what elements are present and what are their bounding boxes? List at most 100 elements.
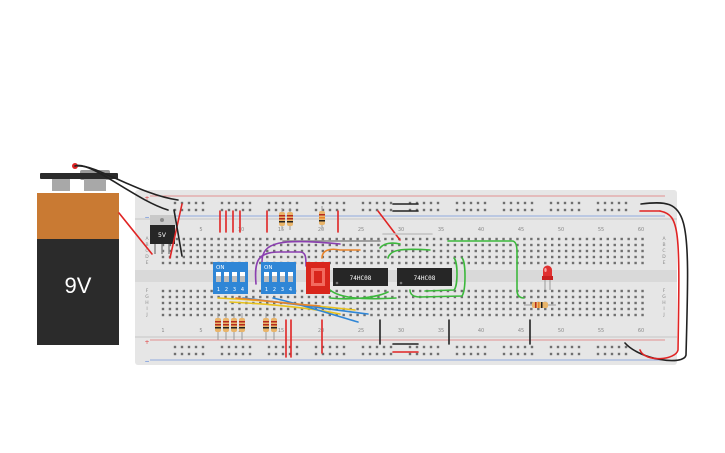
breadboard-hole xyxy=(467,255,470,259)
breadboard-hole xyxy=(613,255,616,259)
breadboard-hole xyxy=(495,295,498,299)
chip-74hc08[interactable]: 74HC08 xyxy=(333,268,388,286)
wire-red-regulator[interactable] xyxy=(169,203,183,259)
battery-body xyxy=(37,239,119,345)
breadboard-hole xyxy=(210,313,213,317)
breadboard-hole xyxy=(641,249,644,253)
wire-green[interactable] xyxy=(329,291,389,300)
breadboard-hole xyxy=(314,201,318,205)
resistor-band xyxy=(279,221,285,223)
breadboard-hole xyxy=(389,352,393,356)
breadboard-hole xyxy=(634,289,637,293)
breadboard-hole xyxy=(210,243,213,247)
breadboard-hole xyxy=(557,313,561,317)
breadboard-hole xyxy=(356,289,359,293)
resistor-led[interactable] xyxy=(524,302,556,308)
wire-orange[interactable] xyxy=(235,297,321,307)
breadboard-hole xyxy=(624,352,628,356)
wire-black-regulator[interactable] xyxy=(173,209,183,257)
breadboard-hole xyxy=(173,352,177,356)
dip-switch[interactable]: ON 1 2 3 4 xyxy=(261,262,296,294)
breadboard-hole xyxy=(620,301,623,305)
breadboard-hole xyxy=(321,345,325,349)
breadboard-hole xyxy=(557,255,561,259)
chip-74hc08[interactable]: 74HC08 xyxy=(397,268,452,286)
breadboard-hole xyxy=(293,307,297,311)
breadboard-hole xyxy=(231,249,234,253)
wire-orange[interactable] xyxy=(321,248,361,259)
column-number: 60 xyxy=(638,328,644,334)
wire-green[interactable] xyxy=(424,257,458,292)
breadboard-hole xyxy=(596,352,600,356)
breadboard-hole xyxy=(578,243,582,247)
breadboard-hole xyxy=(425,261,429,265)
breadboard-hole xyxy=(286,243,290,247)
dip-switch[interactable]: ON 1 2 3 4 xyxy=(213,262,248,294)
wire-green[interactable] xyxy=(329,289,397,300)
breadboard-hole xyxy=(279,249,283,253)
breadboard-hole xyxy=(349,237,352,241)
breadboard-hole xyxy=(620,261,623,265)
breadboard-hole xyxy=(585,295,589,299)
pushbutton[interactable] xyxy=(306,262,330,294)
wire-red-battery[interactable] xyxy=(118,212,153,255)
breadboard-hole xyxy=(481,301,484,305)
resistor[interactable] xyxy=(271,313,277,340)
breadboard-hole xyxy=(203,289,206,293)
wire-red-rail[interactable] xyxy=(639,210,680,360)
breadboard-hole xyxy=(182,261,186,265)
wire-purple[interactable] xyxy=(254,251,307,285)
breadboard-hole xyxy=(288,345,292,349)
breadboard-hole xyxy=(509,208,513,212)
breadboard-hole xyxy=(234,352,238,356)
wire-yellow[interactable] xyxy=(229,301,341,315)
resistor[interactable] xyxy=(319,206,325,230)
resistor[interactable] xyxy=(263,313,269,340)
wire-green[interactable] xyxy=(379,242,401,249)
breadboard-hole xyxy=(189,255,192,259)
breadboard-hole xyxy=(523,208,527,212)
resistor[interactable] xyxy=(279,208,285,230)
resistor[interactable] xyxy=(287,208,293,230)
breadboard-hole xyxy=(328,345,332,349)
breadboard-hole xyxy=(624,201,628,205)
breadboard-hole xyxy=(453,301,457,305)
breadboard-hole xyxy=(412,289,415,293)
breadboard-hole xyxy=(599,261,603,265)
resistor[interactable] xyxy=(223,313,229,340)
wire-black-battery[interactable] xyxy=(77,165,179,201)
breadboard-hole xyxy=(398,301,401,305)
breadboard-hole xyxy=(549,208,553,212)
breadboard-hole xyxy=(474,313,477,317)
breadboard-hole xyxy=(196,307,199,311)
led-rim xyxy=(542,276,553,280)
breadboard-hole xyxy=(363,249,366,253)
resistor[interactable] xyxy=(215,313,221,340)
breadboard-hole xyxy=(398,243,401,247)
resistor-band xyxy=(239,327,245,329)
breadboard-hole xyxy=(563,201,567,205)
breadboard-hole xyxy=(432,261,436,265)
breadboard-hole xyxy=(453,237,457,241)
breadboard-hole xyxy=(432,307,436,311)
breadboard-hole xyxy=(578,237,582,241)
resistor[interactable] xyxy=(231,313,237,340)
resistor[interactable] xyxy=(239,313,245,340)
wire-green[interactable] xyxy=(447,240,525,299)
wire-green[interactable] xyxy=(409,257,466,298)
wire-red[interactable] xyxy=(377,210,401,241)
breadboard-hole xyxy=(168,313,172,317)
breadboard-hole xyxy=(627,289,630,293)
led-red[interactable] xyxy=(542,265,553,291)
battery-9v[interactable]: 9V xyxy=(37,163,119,345)
breadboard-hole xyxy=(509,295,512,299)
breadboard-hole xyxy=(455,208,459,212)
breadboard-hole xyxy=(592,255,596,259)
wire-blue[interactable] xyxy=(272,297,359,323)
breadboard-hole xyxy=(412,255,415,259)
breadboard-hole xyxy=(245,243,248,247)
voltage-regulator[interactable]: 5V xyxy=(150,215,175,254)
column-number: 15 xyxy=(278,328,284,334)
wire-green[interactable] xyxy=(387,248,431,259)
breadboard-hole xyxy=(375,208,379,212)
